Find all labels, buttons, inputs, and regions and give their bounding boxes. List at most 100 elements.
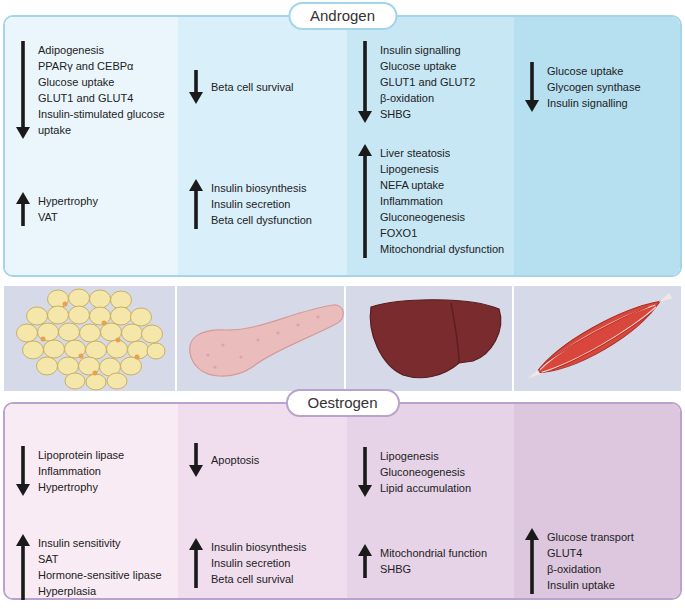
liver-shape [370,300,500,378]
fat-cell [79,357,100,375]
organ-effects-column: Glucose uptakeGlycogen synthaseInsulin s… [514,17,680,275]
nucleus [135,355,140,360]
arrow-head [189,465,203,477]
increase-arrow [16,534,30,600]
effect-list: Lipoprotein lipaseInflammationHypertroph… [38,447,175,495]
effect-list: HypertrophyVAT [38,193,175,225]
effect-item: Glucose uptake [380,58,511,74]
fat-cell [65,340,86,358]
fat-cell [23,341,44,359]
fat-cell [48,306,69,324]
effect-item: Adipogenesis [38,42,175,58]
arrow-shaft [21,203,25,226]
effect-item: Insulin signalling [380,42,511,58]
muscle-bundle [530,294,668,383]
effect-list: Glucose uptakeGlycogen synthaseInsulin s… [547,63,677,111]
arrow-head [358,485,372,497]
illustration-frame [3,285,682,392]
arrow-head [358,111,372,123]
organ-illustrations [3,285,682,392]
arrow-head [358,144,372,156]
fat-cell [86,341,107,359]
effect-list: Insulin biosynthesisInsulin secretionBet… [211,539,344,587]
arrow-shaft [194,190,198,229]
effect-list: Apoptosis [211,452,344,468]
effect-item: Lipogenesis [380,448,511,464]
fat-cell [27,307,48,325]
increase-arrow [189,538,203,588]
nucleus [79,354,84,359]
effect-list: Beta cell survival [211,79,344,95]
pancreas-texture [206,315,319,368]
organ-effects-column: Beta cell survivalInsulin biosynthesisIn… [178,17,347,275]
liver-lobe-line [451,303,459,363]
effect-list: Glucose transportGLUT4β-oxidationInsulin… [547,529,677,593]
arrow-head [16,127,30,139]
fat-cell [90,307,111,325]
fat-cell [69,306,90,324]
arrow-head [16,192,30,204]
effect-item: GLUT1 and GLUT4 [38,90,175,106]
arrow-head [525,100,539,112]
fat-cell [107,373,127,389]
arrow-head [525,528,539,540]
arrow-shaft [194,549,198,588]
fat-cell [59,323,80,341]
tendon [657,293,672,305]
organ-panel [4,286,175,391]
arrow-shaft [363,41,367,112]
effect-item: Hyperplasia [38,583,175,599]
arrow-shaft [21,41,25,128]
effect-item: Glucose transport [547,529,677,545]
effect-item: Gluconeogenesis [380,209,511,225]
arrow-shaft [530,62,534,101]
arrow-head [189,92,203,104]
nucleus [116,338,121,343]
decrease-arrow [16,41,30,139]
effect-item: SHBG [380,561,511,577]
fat-cell [90,290,111,308]
effect-item: Glucose uptake [38,74,175,90]
liver [370,300,500,378]
effect-list: Insulin signallingGlucose uptakeGLUT1 an… [380,42,511,122]
effect-item: Beta cell survival [211,571,344,587]
fat-cell [86,374,106,390]
muscle-fibre [546,305,649,362]
texture-dot [239,355,242,358]
arrow-head [358,544,372,556]
nucleus [63,302,68,307]
effect-item: Insulin biosynthesis [211,180,344,196]
effect-item: Insulin uptake [547,577,677,593]
hormone-label: Oestrogen [285,389,399,417]
adipose-tissue [17,289,166,390]
effect-item: Glycogen synthase [547,79,677,95]
effect-item: GLUT1 and GLUT2 [380,74,511,90]
decrease-arrow [189,70,203,104]
effect-list: LipogenesisGluconeogenesisLipid accumula… [380,448,511,496]
fat-cell [122,324,143,342]
fat-cell [38,323,59,341]
fat-cell [111,291,132,309]
organ-effects-column: AdipogenesisPPARγ and CEBPαGlucose uptak… [5,17,178,275]
pancreas-shape [190,305,343,376]
organ-panel [346,286,512,391]
organ-effects-column: Lipoprotein lipaseInflammationHypertroph… [5,404,178,598]
texture-dot [221,343,224,346]
nucleus [41,337,46,342]
effect-item: β-oxidation [380,90,511,106]
fat-cell [48,290,69,308]
effect-list: Insulin sensitivitySATHormone-sensitive … [38,535,175,599]
hormone-band: OestrogenLipoprotein lipaseInflammationH… [3,402,682,600]
fat-cell [107,340,128,358]
muscle-fibre [540,307,660,376]
texture-dot [256,338,259,341]
arrow-head [189,179,203,191]
fat-cell [80,324,101,342]
arrow-head [189,538,203,550]
decrease-arrow [189,443,203,477]
arrow-head [16,484,30,496]
fat-cell [65,373,85,389]
effect-list: Mitochondrial functionSHBG [380,545,511,577]
organ-panel [514,286,681,391]
effect-item: Glucose uptake [547,63,677,79]
